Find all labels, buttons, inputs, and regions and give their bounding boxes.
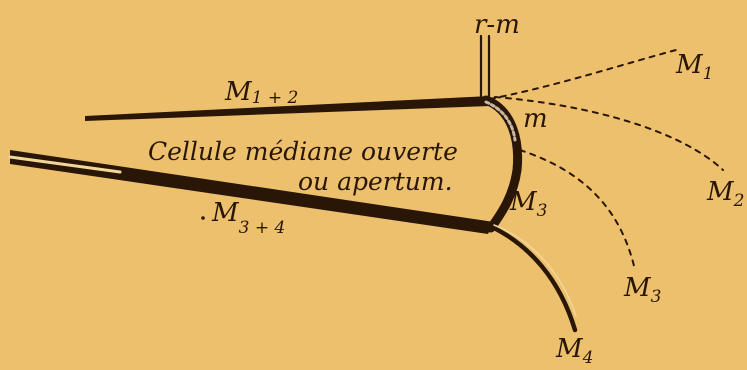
caption-line-1: Cellule médiane ouverte [148, 137, 458, 166]
caption-line-2: ou apertum. [298, 167, 453, 196]
rm-label: r-m [474, 10, 520, 40]
ink-dot [201, 216, 205, 220]
m-label: m [523, 104, 548, 134]
